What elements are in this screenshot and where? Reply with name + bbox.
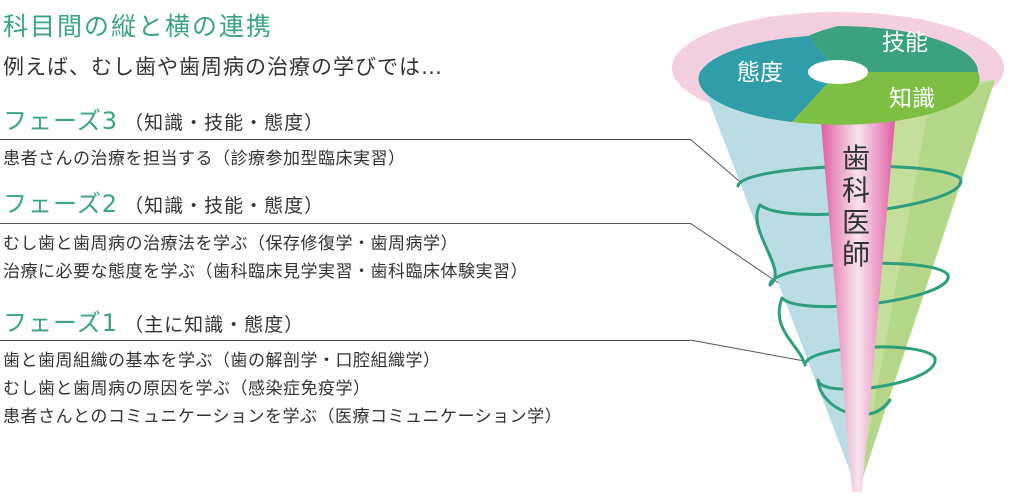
phase-2-connector xyxy=(689,222,781,285)
phase-2-divider xyxy=(0,223,690,224)
phase-2-item-2: 治療に必要な態度を学ぶ（歯科臨床見学実習・歯科臨床体験実習） xyxy=(3,262,528,282)
phase-1-name: フェーズ1 xyxy=(3,309,119,337)
phase-2-title: フェーズ2（知識・技能・態度） xyxy=(3,184,324,219)
phase-1-scope: （主に知識・態度） xyxy=(124,314,305,336)
center-hole xyxy=(808,60,868,84)
dentist-core xyxy=(820,110,896,492)
label-knowledge: 知識 xyxy=(889,86,935,112)
phase-2-name: フェーズ2 xyxy=(3,190,119,218)
label-attitude: 態度 xyxy=(737,60,783,86)
phase-2-item-1: むし歯と歯周病の治療法を学ぶ（保存修復学・歯周病学） xyxy=(3,234,458,254)
phase-1-title: フェーズ1（主に知識・態度） xyxy=(3,303,304,338)
core-label-char-4: 師 xyxy=(842,238,870,271)
phase-1-item-3: 患者さんとのコミュニケーションを学ぶ（医療コミュニケーション学） xyxy=(3,407,563,427)
phase-3-scope: （知識・技能・態度） xyxy=(124,112,325,134)
segment-skill xyxy=(808,26,978,72)
core-label-char-2: 科 xyxy=(842,174,870,207)
core-label-char-3: 医 xyxy=(842,206,870,239)
phase-3-divider xyxy=(0,139,690,140)
phase-1-item-2: むし歯と歯周病の原因を学ぶ（感染症免疫学） xyxy=(3,379,371,399)
phase-1-connector xyxy=(689,339,811,363)
phase-3-name: フェーズ3 xyxy=(3,107,119,135)
phase-1-item-1: 歯と歯周組織の基本を学ぶ（歯の解剖学・口腔組織学） xyxy=(3,351,441,371)
segment-attitude xyxy=(698,36,838,122)
phase-3-connector xyxy=(689,138,746,187)
page-title: 科目間の縦と横の連携 xyxy=(3,12,274,41)
page-subtitle: 例えば、むし歯や歯周病の治療の学びでは… xyxy=(3,55,443,79)
phase-2-scope: （知識・技能・態度） xyxy=(124,195,325,217)
phase-3-title: フェーズ3（知識・技能・態度） xyxy=(3,101,324,136)
phase-1-divider xyxy=(0,340,690,341)
label-skill: 技能 xyxy=(882,30,928,56)
phase-3-item-1: 患者さんの治療を担当する（診療参加型臨床実習） xyxy=(3,149,406,169)
core-label-char-1: 歯 xyxy=(842,142,870,175)
segment-knowledge xyxy=(792,72,980,125)
